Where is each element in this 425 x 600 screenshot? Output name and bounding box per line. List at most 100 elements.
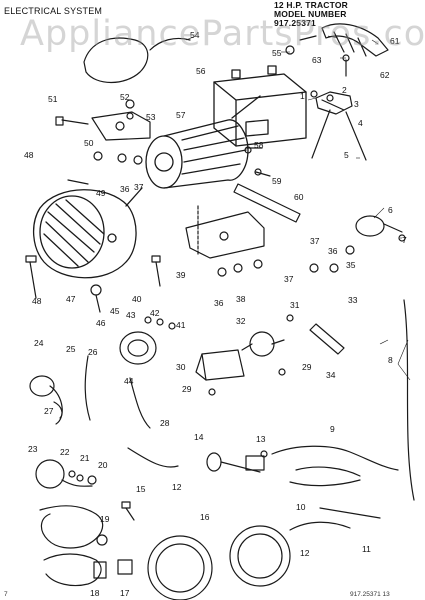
callout-50: 50 (84, 138, 94, 148)
battery-hold-down (310, 90, 367, 161)
callout-29a: 29 (182, 384, 192, 394)
page-mark: 7 (4, 591, 8, 598)
callout-34: 34 (326, 370, 336, 380)
callout-21: 21 (80, 453, 90, 463)
bracket-plate (185, 205, 265, 259)
wire-12a (127, 447, 179, 468)
callout-20: 20 (98, 460, 108, 470)
callout-33: 33 (348, 295, 358, 305)
nut-33 (345, 245, 355, 255)
callout-1: 1 (300, 91, 305, 101)
callout-32: 32 (236, 316, 246, 326)
callout-37c: 37 (284, 274, 294, 284)
voltage-regulator-icon (195, 349, 245, 381)
clip-27 (53, 401, 63, 419)
watermark-text: AppliancePartsPros.com (20, 14, 425, 54)
callout-44: 44 (124, 376, 134, 386)
callout-53: 53 (146, 112, 156, 122)
bolt-49 (67, 179, 89, 185)
callout-43: 43 (126, 310, 136, 320)
callout-40: 40 (132, 294, 142, 304)
battery-cable-clamp (299, 23, 389, 77)
callout-37a: 37 (134, 182, 144, 192)
callout-36a: 36 (120, 184, 130, 194)
callout-60: 60 (294, 192, 304, 202)
nuts-52-53 (125, 99, 135, 120)
callout-12b: 12 (300, 548, 310, 558)
callout-39: 39 (176, 270, 186, 280)
callout-58: 58 (254, 140, 264, 150)
callout-6: 6 (388, 205, 393, 215)
callout-37b: 37 (310, 236, 320, 246)
model-number-value: 917.25371 (274, 18, 316, 28)
callout-12a: 12 (172, 482, 182, 492)
callout-29b: 29 (302, 362, 312, 372)
callout-36c: 36 (214, 298, 224, 308)
tail-lamp-23 (35, 459, 93, 489)
wavy-cable (39, 505, 104, 587)
callout-22: 22 (60, 447, 70, 457)
solenoid-icon (241, 331, 285, 357)
callout-14: 14 (194, 432, 204, 442)
callout-24: 24 (34, 338, 44, 348)
callout-3: 3 (354, 99, 359, 109)
long-harness-8 (403, 299, 415, 501)
callout-23: 23 (28, 444, 38, 454)
bolt-15 (121, 501, 135, 521)
callout-28: 28 (160, 418, 170, 428)
callout-63: 63 (312, 55, 322, 65)
rod-11 (319, 507, 381, 519)
alternator-icon (145, 95, 263, 189)
brace-60 (233, 183, 301, 223)
socket-17 (117, 559, 133, 575)
headlight-bulb-16b (229, 525, 291, 587)
leader-lines (185, 35, 411, 381)
callout-30: 30 (176, 362, 186, 372)
callout-19: 19 (100, 514, 110, 524)
callout-8: 8 (388, 355, 393, 365)
callout-46: 46 (96, 318, 106, 328)
bolt-40 (151, 255, 161, 287)
bolt-59 (254, 168, 271, 177)
callout-48b: 48 (32, 296, 42, 306)
bolt-29 (208, 368, 286, 396)
pulley-bracket (91, 111, 151, 141)
callout-11: 11 (362, 544, 371, 554)
callout-9: 9 (330, 424, 335, 434)
battery-icon (213, 65, 307, 147)
callout-16: 16 (200, 512, 210, 522)
callout-52: 52 (120, 92, 130, 102)
ignition-switch (355, 215, 406, 242)
socket-18 (93, 561, 107, 579)
drawing-code: 917.25371 13 (350, 591, 390, 598)
ground-strap-loop (83, 37, 191, 83)
callout-4: 4 (358, 118, 363, 128)
callout-15: 15 (136, 484, 146, 494)
small-hardware (68, 470, 108, 546)
bolt-51 (55, 116, 89, 126)
tractor-hp-label: 12 H.P. TRACTOR (274, 0, 349, 10)
callout-61: 61 (390, 36, 400, 46)
callout-13: 13 (256, 434, 266, 444)
callout-27: 27 (44, 406, 54, 416)
callout-49: 49 (96, 188, 106, 198)
wire-28 (129, 377, 151, 429)
callout-51: 51 (48, 94, 58, 104)
callout-7: 7 (402, 235, 407, 245)
callout-47: 47 (66, 294, 76, 304)
section-title: ELECTRICAL SYSTEM (4, 6, 103, 16)
socket-24 (29, 375, 63, 425)
connector-13 (245, 455, 265, 471)
bolt-58 (244, 146, 252, 154)
callout-25: 25 (66, 344, 76, 354)
terminal-55 (285, 45, 295, 55)
callout-17: 17 (120, 588, 130, 598)
headlight-bulb-16a (147, 535, 213, 600)
callout-31: 31 (290, 300, 300, 310)
callout-55: 55 (272, 48, 282, 58)
callout-59: 59 (272, 176, 282, 186)
callout-57: 57 (176, 110, 186, 120)
callout-38: 38 (236, 294, 246, 304)
callout-18: 18 (90, 588, 100, 598)
